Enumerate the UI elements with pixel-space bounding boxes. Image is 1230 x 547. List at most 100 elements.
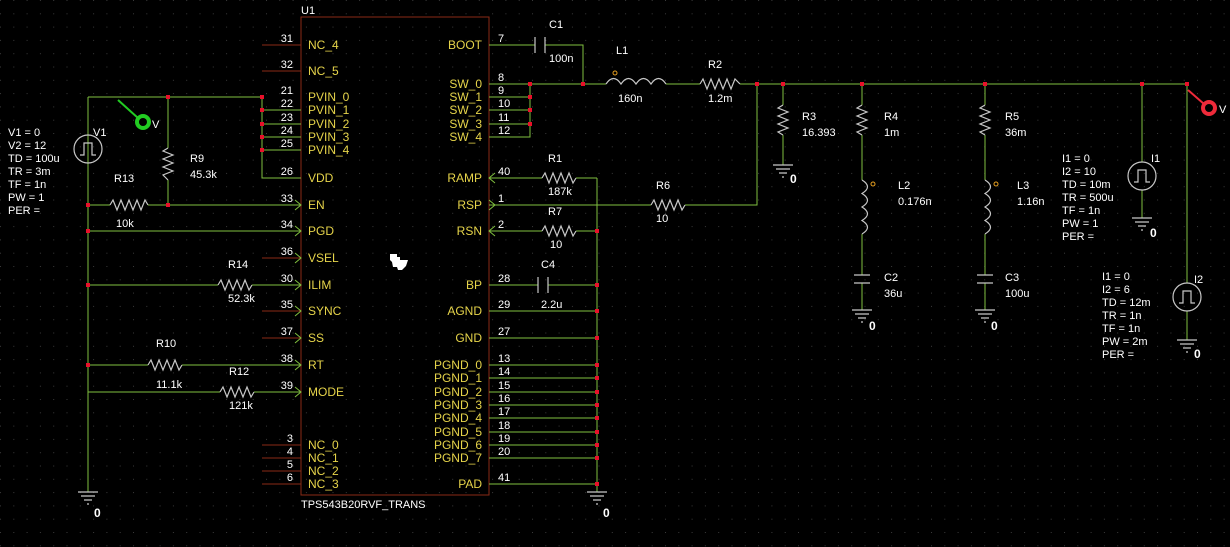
pin-name-vdd: VDD bbox=[308, 171, 334, 185]
svg-text:TD = 10m: TD = 10m bbox=[1062, 179, 1111, 191]
svg-text:0: 0 bbox=[94, 506, 101, 520]
pin-number-11: 11 bbox=[498, 112, 509, 124]
pin-number-33: 33 bbox=[281, 193, 293, 205]
c1-value: 100n bbox=[549, 53, 573, 65]
source-i2[interactable]: I2 I1 = 0 I2 = 6 TD = 12m TR = 1n TF = 1… bbox=[1102, 271, 1203, 361]
pin-number-20: 20 bbox=[498, 446, 510, 458]
i1-ref: I1 bbox=[1151, 153, 1160, 165]
inductor-l3[interactable]: L3 1.16n bbox=[983, 179, 1045, 235]
pin-name-rsp: RSP bbox=[457, 198, 482, 212]
i2-params: I1 = 0 I2 = 6 TD = 12m TR = 1n TF = 1n P… bbox=[1102, 271, 1151, 361]
l2-ref: L2 bbox=[898, 180, 910, 192]
pin-name-pgnd_6: PGND_6 bbox=[434, 438, 482, 452]
pin-name-rsn: RSN bbox=[457, 224, 482, 238]
l3-ref: L3 bbox=[1017, 180, 1029, 192]
inductor-l2[interactable]: L2 0.176n bbox=[860, 179, 932, 235]
voltage-probe-input-icon[interactable]: V bbox=[117, 99, 160, 131]
svg-text:TR = 3m: TR = 3m bbox=[8, 166, 50, 178]
svg-text:PW = 1: PW = 1 bbox=[1062, 218, 1098, 230]
resistor-r14[interactable]: R14 52.3k bbox=[217, 259, 255, 305]
pin-number-40: 40 bbox=[498, 166, 510, 178]
r1-ref: R1 bbox=[548, 153, 562, 165]
pin-name-nc_1: NC_1 bbox=[308, 451, 339, 465]
pin-name-sw_4: SW_4 bbox=[449, 130, 482, 144]
pin-number-41: 41 bbox=[498, 472, 510, 484]
resistor-r6[interactable]: R6 10 bbox=[650, 180, 686, 225]
pin-name-nc_2: NC_2 bbox=[308, 464, 339, 478]
pin-name-sw_2: SW_2 bbox=[449, 103, 482, 117]
probe-input-label: V bbox=[152, 119, 160, 131]
pin-name-sw_1: SW_1 bbox=[449, 90, 482, 104]
c4-value: 2.2u bbox=[541, 299, 562, 311]
pin-number-38: 38 bbox=[281, 353, 293, 365]
pin-number-32: 32 bbox=[281, 59, 293, 71]
resistor-r2[interactable]: R2 1.2m bbox=[699, 59, 741, 105]
pin-name-pvin_1: PVIN_1 bbox=[308, 103, 350, 117]
pin-name-rt: RT bbox=[308, 358, 324, 372]
resistor-r9[interactable]: R9 45.3k bbox=[161, 147, 217, 181]
capacitor-c1[interactable]: C1 100n bbox=[534, 19, 573, 65]
capacitor-c2[interactable]: C2 36u bbox=[854, 272, 902, 300]
svg-text:0: 0 bbox=[869, 319, 876, 333]
pin-name-pgnd_3: PGND_3 bbox=[434, 398, 482, 412]
ground-i1-icon: 0 bbox=[1132, 217, 1157, 240]
resistor-r12[interactable]: R12 121k bbox=[219, 366, 255, 412]
svg-text:TF = 1n: TF = 1n bbox=[1062, 205, 1100, 217]
pin-name-pvin_3: PVIN_3 bbox=[308, 130, 350, 144]
resistor-r13[interactable]: R13 10k bbox=[109, 173, 149, 230]
svg-text:I1 = 0: I1 = 0 bbox=[1102, 271, 1130, 283]
pin-number-28: 28 bbox=[498, 273, 510, 285]
voltage-probe-output-icon[interactable]: V bbox=[1187, 89, 1227, 116]
source-v1[interactable]: V1 V1 = 0 V2 = 12 TD = 100u TR = 3m TF =… bbox=[8, 97, 106, 217]
pin-number-1: 1 bbox=[498, 193, 504, 205]
pin-name-nc_4: NC_4 bbox=[308, 38, 339, 52]
pin-stubs bbox=[262, 44, 496, 485]
inductor-l1[interactable]: L1 160n bbox=[605, 45, 667, 105]
pin-number-26: 26 bbox=[281, 166, 293, 178]
r9-ref: R9 bbox=[190, 153, 204, 165]
capacitor-c4[interactable]: C4 2.2u bbox=[537, 259, 562, 311]
pin-name-sync: SYNC bbox=[308, 304, 342, 318]
r10-value: 11.1k bbox=[156, 379, 183, 391]
resistor-r4[interactable]: R4 1m bbox=[855, 104, 899, 139]
pin-number-14: 14 bbox=[498, 366, 510, 378]
pin-number-21: 21 bbox=[281, 85, 293, 97]
pin-name-pvin_2: PVIN_2 bbox=[308, 117, 350, 131]
r3-value: 16.393 bbox=[802, 127, 836, 139]
r12-ref: R12 bbox=[229, 366, 249, 378]
resistor-r1[interactable]: R1 187k bbox=[541, 153, 577, 198]
pin-name-pgnd_4: PGND_4 bbox=[434, 411, 482, 425]
pin-number-7: 7 bbox=[498, 33, 504, 45]
source-i1[interactable]: I1 I1 = 0 I2 = 10 TD = 10m TR = 500u TF … bbox=[1062, 153, 1160, 243]
r5-ref: R5 bbox=[1005, 111, 1019, 123]
svg-text:PW = 2m: PW = 2m bbox=[1102, 336, 1148, 348]
pin-name-ilim: ILIM bbox=[308, 278, 331, 292]
r2-value: 1.2m bbox=[708, 93, 732, 105]
pin-name-pgd: PGD bbox=[308, 224, 334, 238]
pin-name-nc_0: NC_0 bbox=[308, 438, 339, 452]
capacitor-c3[interactable]: C3 100u bbox=[977, 272, 1029, 300]
pin-name-en: EN bbox=[308, 198, 325, 212]
pin-number-5: 5 bbox=[287, 459, 293, 471]
resistor-r10[interactable]: R10 11.1k bbox=[147, 338, 183, 391]
junctions bbox=[86, 82, 1189, 486]
ti-logo-icon bbox=[390, 254, 408, 270]
pin-name-sw_3: SW_3 bbox=[449, 117, 482, 131]
svg-text:TF = 1n: TF = 1n bbox=[1102, 323, 1140, 335]
pin-number-16: 16 bbox=[498, 393, 510, 405]
pin-name-pad: PAD bbox=[458, 477, 482, 491]
pin-number-35: 35 bbox=[281, 299, 293, 311]
ground-i2-icon: 0 bbox=[1177, 339, 1201, 361]
i1-params: I1 = 0 I2 = 10 TD = 10m TR = 500u TF = 1… bbox=[1062, 153, 1114, 243]
resistor-r7[interactable]: R7 10 bbox=[541, 206, 577, 251]
pin-number-2: 2 bbox=[498, 219, 504, 231]
pin-name-ramp: RAMP bbox=[447, 171, 482, 185]
resistor-r3[interactable]: R3 16.393 bbox=[776, 104, 836, 139]
resistor-r5[interactable]: R5 36m bbox=[978, 104, 1026, 139]
pin-number-18: 18 bbox=[498, 420, 510, 432]
c1-ref: C1 bbox=[549, 19, 563, 31]
svg-text:TD = 12m: TD = 12m bbox=[1102, 297, 1151, 309]
